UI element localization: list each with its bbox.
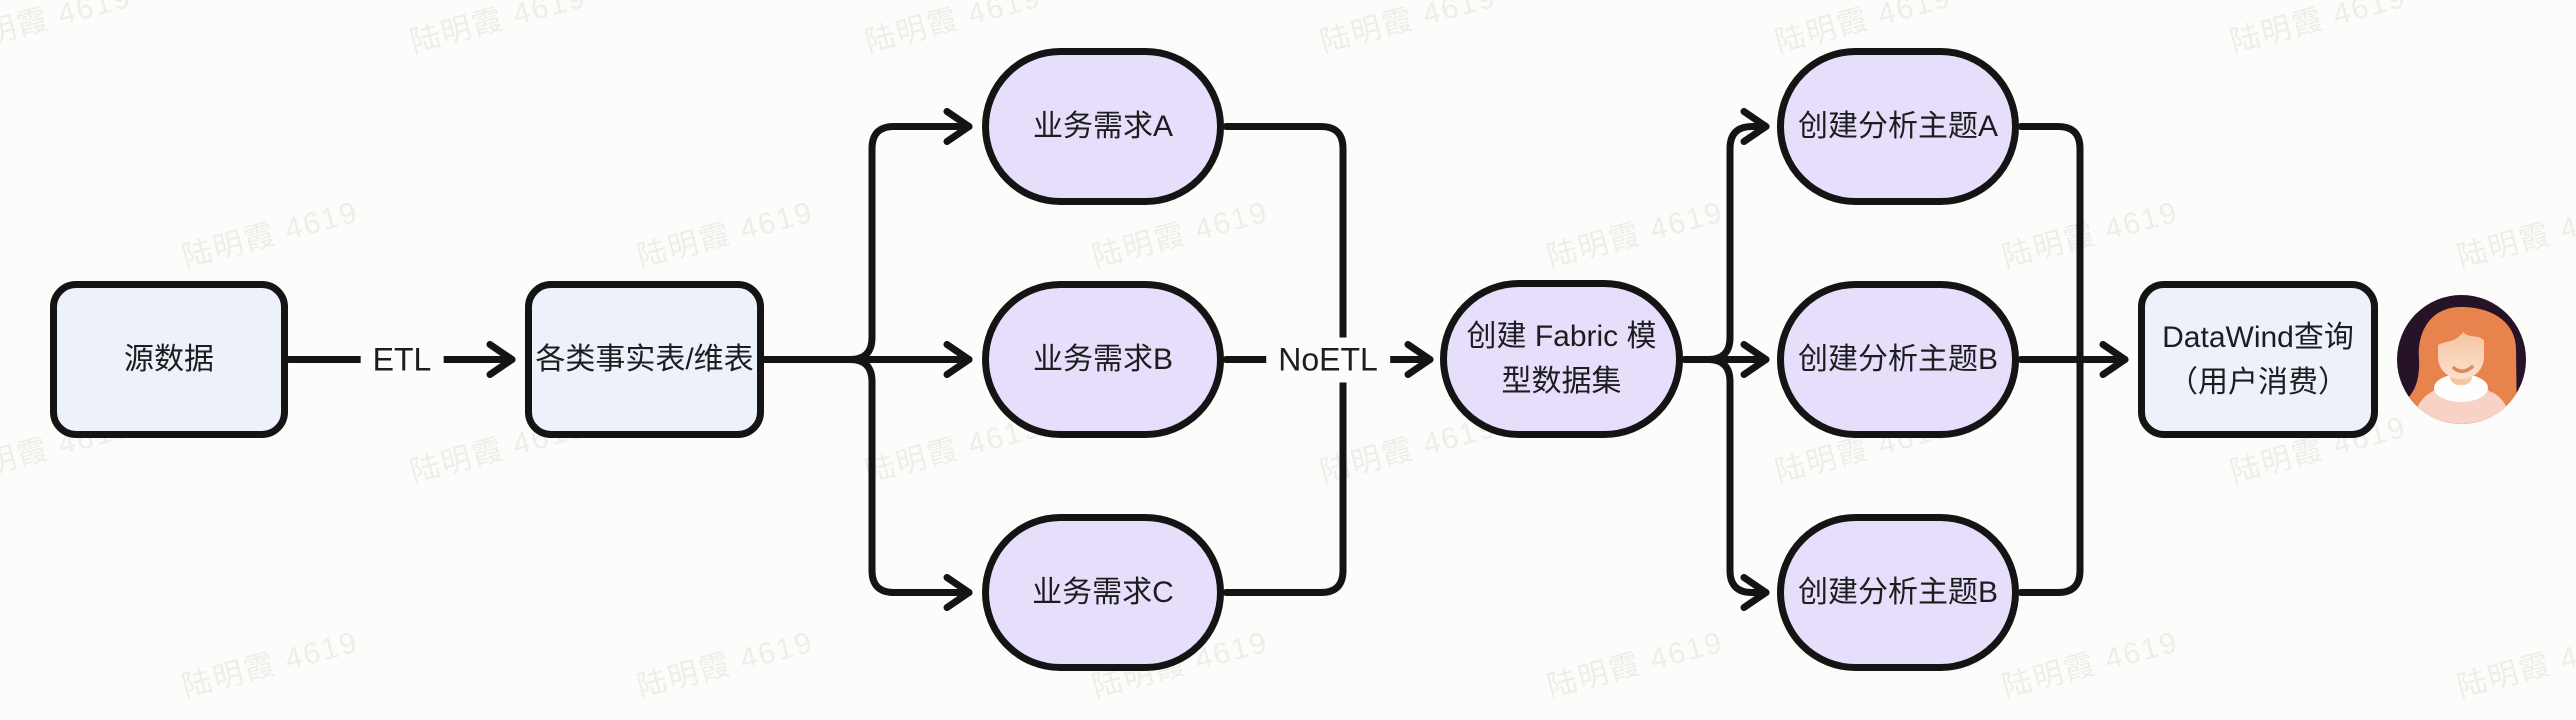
node-business-req-c-label: 业务需求C [1032, 576, 1174, 609]
node-source-data: 源数据 [50, 281, 288, 438]
node-analysis-topic-b: 创建分析主题B [1777, 281, 2019, 438]
node-business-req-c: 业务需求C [982, 514, 1224, 671]
node-business-req-b-label: 业务需求B [1032, 343, 1173, 376]
node-fabric-dataset-line1: 创建 Fabric 模 [1466, 320, 1657, 353]
user-avatar-icon [2397, 295, 2526, 424]
node-fabric-dataset-line2: 型数据集 [1501, 365, 1622, 398]
edge-label-noetl: NoETL [1266, 337, 1390, 382]
node-analysis-topic-a: 创建分析主题A [1777, 48, 2019, 205]
edge-label-etl: ETL [360, 337, 444, 382]
node-business-req-a: 业务需求A [982, 48, 1224, 205]
node-fact-dim-tables-label: 各类事实表/维表 [535, 343, 754, 376]
node-datawind-query-line2: （用户消费） [2168, 365, 2348, 399]
node-analysis-topic-b2: 创建分析主题B [1777, 514, 2019, 671]
node-business-req-b: 业务需求B [982, 281, 1224, 438]
node-source-data-label: 源数据 [124, 343, 214, 376]
node-fact-dim-tables: 各类事实表/维表 [525, 281, 764, 438]
node-analysis-topic-b-label: 创建分析主题B [1797, 343, 1998, 376]
node-analysis-topic-a-label: 创建分析主题A [1797, 110, 1998, 143]
node-datawind-query-line1: DataWind查询 [2162, 320, 2354, 354]
node-analysis-topic-b2-label: 创建分析主题B [1797, 576, 1998, 609]
node-business-req-a-label: 业务需求A [1032, 110, 1173, 143]
node-fabric-dataset: 创建 Fabric 模 型数据集 [1440, 280, 1683, 438]
node-datawind-query: DataWind查询 （用户消费） [2138, 281, 2378, 438]
